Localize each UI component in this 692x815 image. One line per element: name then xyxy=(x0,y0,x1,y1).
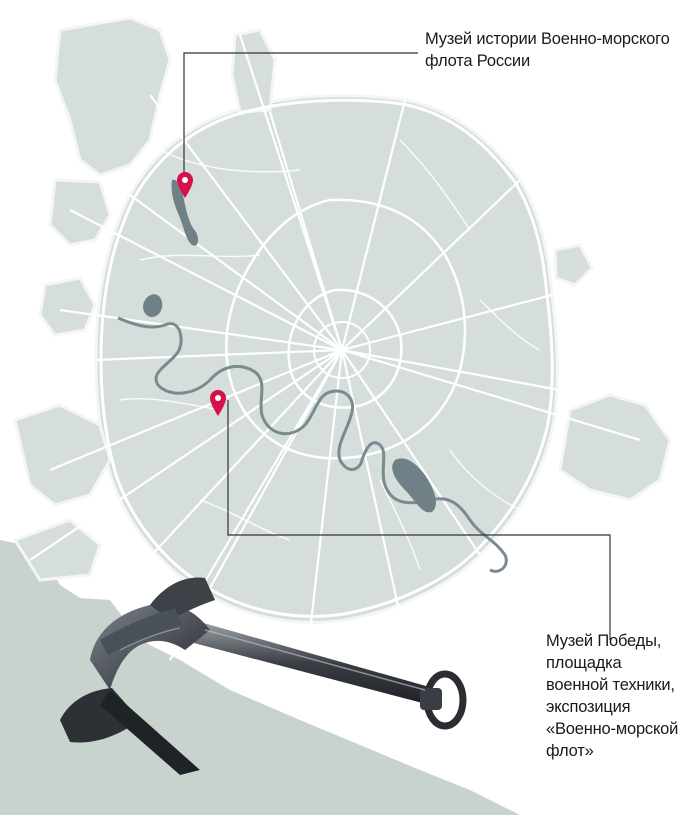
boulevard-ring xyxy=(313,321,371,379)
callout-navy-history-museum: Музей истории Военно-морского флота Росс… xyxy=(425,28,670,72)
mkad-ring-road xyxy=(99,98,554,618)
callout-bottom-line-1: Музей Победы, xyxy=(546,632,662,650)
marker-navy-history-museum-icon[interactable] xyxy=(177,172,193,198)
reservoir-southeast xyxy=(392,458,436,513)
callout-top-line-2: флота России xyxy=(425,52,530,70)
lake-west xyxy=(143,294,163,318)
leader-line-bottom xyxy=(227,400,611,640)
minor-roads xyxy=(119,139,541,571)
third-ring-road xyxy=(225,198,467,460)
callout-bottom-line-6: флот» xyxy=(546,742,594,760)
marker-victory-museum-icon[interactable] xyxy=(210,390,226,416)
outer-districts xyxy=(12,16,672,582)
radial-roads xyxy=(29,34,641,721)
callout-bottom-line-3: военной техники, xyxy=(546,676,675,694)
leader-line-top xyxy=(183,52,418,185)
garden-ring-road xyxy=(287,288,403,409)
khimki-reservoir xyxy=(171,179,199,246)
callout-bottom-line-5: «Военно-морской xyxy=(546,720,679,738)
callout-top-line-1: Музей истории Военно-морского xyxy=(425,30,670,48)
callout-bottom-line-4: экспозиция xyxy=(546,698,631,716)
callout-victory-museum: Музей Победы, площадка военной техники, … xyxy=(546,630,678,762)
anchor-illustration xyxy=(60,577,467,775)
city-land xyxy=(94,94,559,624)
outer-region-land xyxy=(0,540,520,815)
callout-bottom-line-2: площадка xyxy=(546,654,622,672)
